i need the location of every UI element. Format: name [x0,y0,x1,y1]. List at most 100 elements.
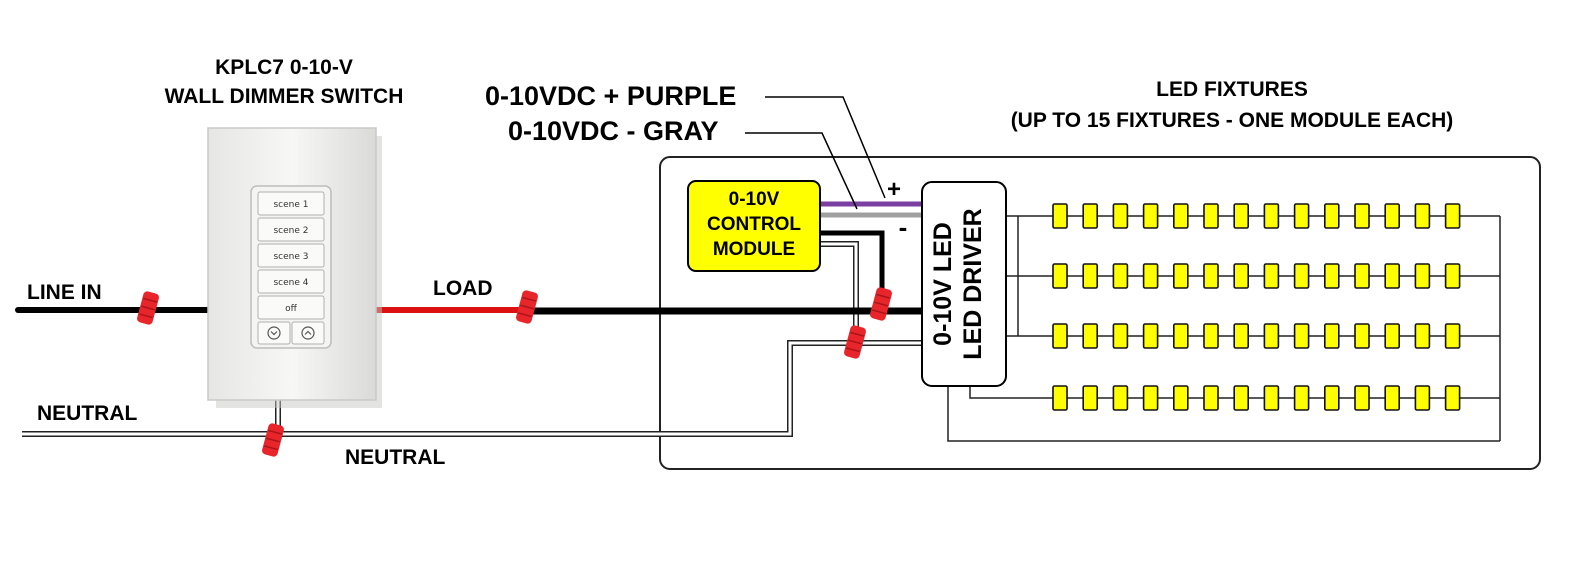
led-module [1082,203,1098,229]
wire-nut-module-hot [870,287,892,321]
fixtures-title-line1: LED FIXTURES [1156,78,1308,101]
led-module [1112,263,1129,289]
led-module [1203,263,1219,289]
led-module [1414,203,1431,229]
module-label-line3: MODULE [713,239,795,260]
chevron-down-icon [267,326,281,340]
led-module [1324,323,1340,349]
led-module [1233,323,1249,349]
led-module [1082,385,1098,411]
module-hot-wire [820,230,885,311]
neutral-left-label: NEUTRAL [37,402,137,425]
led-module [1142,203,1159,229]
led-module [1052,323,1068,349]
keypad-button-scene-1[interactable] [257,191,325,216]
keypad-button-label: off [285,304,298,314]
switch-title-line2: WALL DIMMER SWITCH [165,85,404,108]
dim-down-button[interactable] [257,321,291,345]
led-module [1052,203,1068,229]
led-module [1293,203,1310,229]
plus-sign: + [887,176,901,203]
led-driver-box [921,181,1007,387]
purple-leader-line [765,96,886,199]
wire-nut-module-neutral [844,325,866,359]
keypad-button-off[interactable] [257,295,325,320]
driver-label-line1: 0-10V LED [929,222,957,346]
led-module [1384,323,1400,349]
keypad-button-label: scene 1 [273,200,308,210]
led-module [1414,385,1431,411]
keypad-button-scene-2[interactable] [257,217,325,242]
keypad-button-label: scene 4 [273,278,308,288]
gray-leader-line [745,132,858,210]
gray-wire-label: 0-10VDC - GRAY [508,116,719,146]
keypad-button-scene-4[interactable] [257,269,325,294]
led-module [1293,263,1310,289]
led-module [1142,323,1159,349]
wall-dimmer-switch: scene 1 scene 2 scene 3 scene 4 off [207,127,382,408]
led-module [1324,385,1340,411]
led-module [1263,263,1280,289]
led-module [1384,263,1400,289]
dim-up-button[interactable] [291,321,325,345]
led-module [1173,263,1189,289]
wire-nut-line-in [137,291,159,325]
keypad-button-scene-3[interactable] [257,243,325,268]
led-module [1293,323,1310,349]
module-label-line2: CONTROL [707,214,801,235]
led-module [1384,385,1400,411]
led-module [1324,263,1340,289]
purple-wire-label: 0-10VDC + PURPLE [485,81,736,111]
led-module [1203,385,1219,411]
fixtures-title-line2: (UP TO 15 FIXTURES - ONE MODULE EACH) [1011,109,1454,132]
led-module [1324,203,1340,229]
led-module [1142,385,1159,411]
module-label-line1: 0-10V [729,189,780,210]
led-module [1112,323,1129,349]
led-module [1203,203,1219,229]
led-module [1173,323,1189,349]
led-module [1173,385,1189,411]
led-module [1082,263,1098,289]
switch-title-line1: KPLC7 0-10-V [215,56,353,79]
led-module [1233,385,1249,411]
led-array [1052,203,1461,411]
led-module [1414,323,1431,349]
led-module [1052,263,1068,289]
chevron-up-icon [301,326,315,340]
led-module [1263,323,1280,349]
driver-label-line2: LED DRIVER [959,208,987,359]
line-in-label: LINE IN [27,281,102,304]
wire-nut-load [516,290,538,324]
led-module [1052,385,1068,411]
led-module [1414,263,1431,289]
led-module [1263,385,1280,411]
wire-nut-neutral-switch [262,423,284,457]
led-module [1233,203,1249,229]
load-label: LOAD [433,277,493,300]
led-module [1173,203,1189,229]
keypad-button-label: scene 3 [273,252,308,262]
led-module [1082,323,1098,349]
led-module [1384,203,1400,229]
led-module [1354,323,1370,349]
control-module-box [687,180,821,272]
neutral-bottom-label: NEUTRAL [345,446,445,469]
led-module [1444,263,1461,289]
led-module [1354,203,1370,229]
led-module [1354,385,1370,411]
led-module [1233,263,1249,289]
led-module [1203,323,1219,349]
keypad-button-label: scene 2 [273,226,308,236]
led-module [1444,203,1461,229]
led-module [1444,323,1461,349]
led-module [1112,203,1129,229]
led-module [1354,263,1370,289]
led-module [1142,263,1159,289]
led-module [1112,385,1129,411]
led-module [1293,385,1310,411]
led-module [1263,203,1280,229]
minus-sign: - [899,212,908,242]
led-module [1444,385,1461,411]
